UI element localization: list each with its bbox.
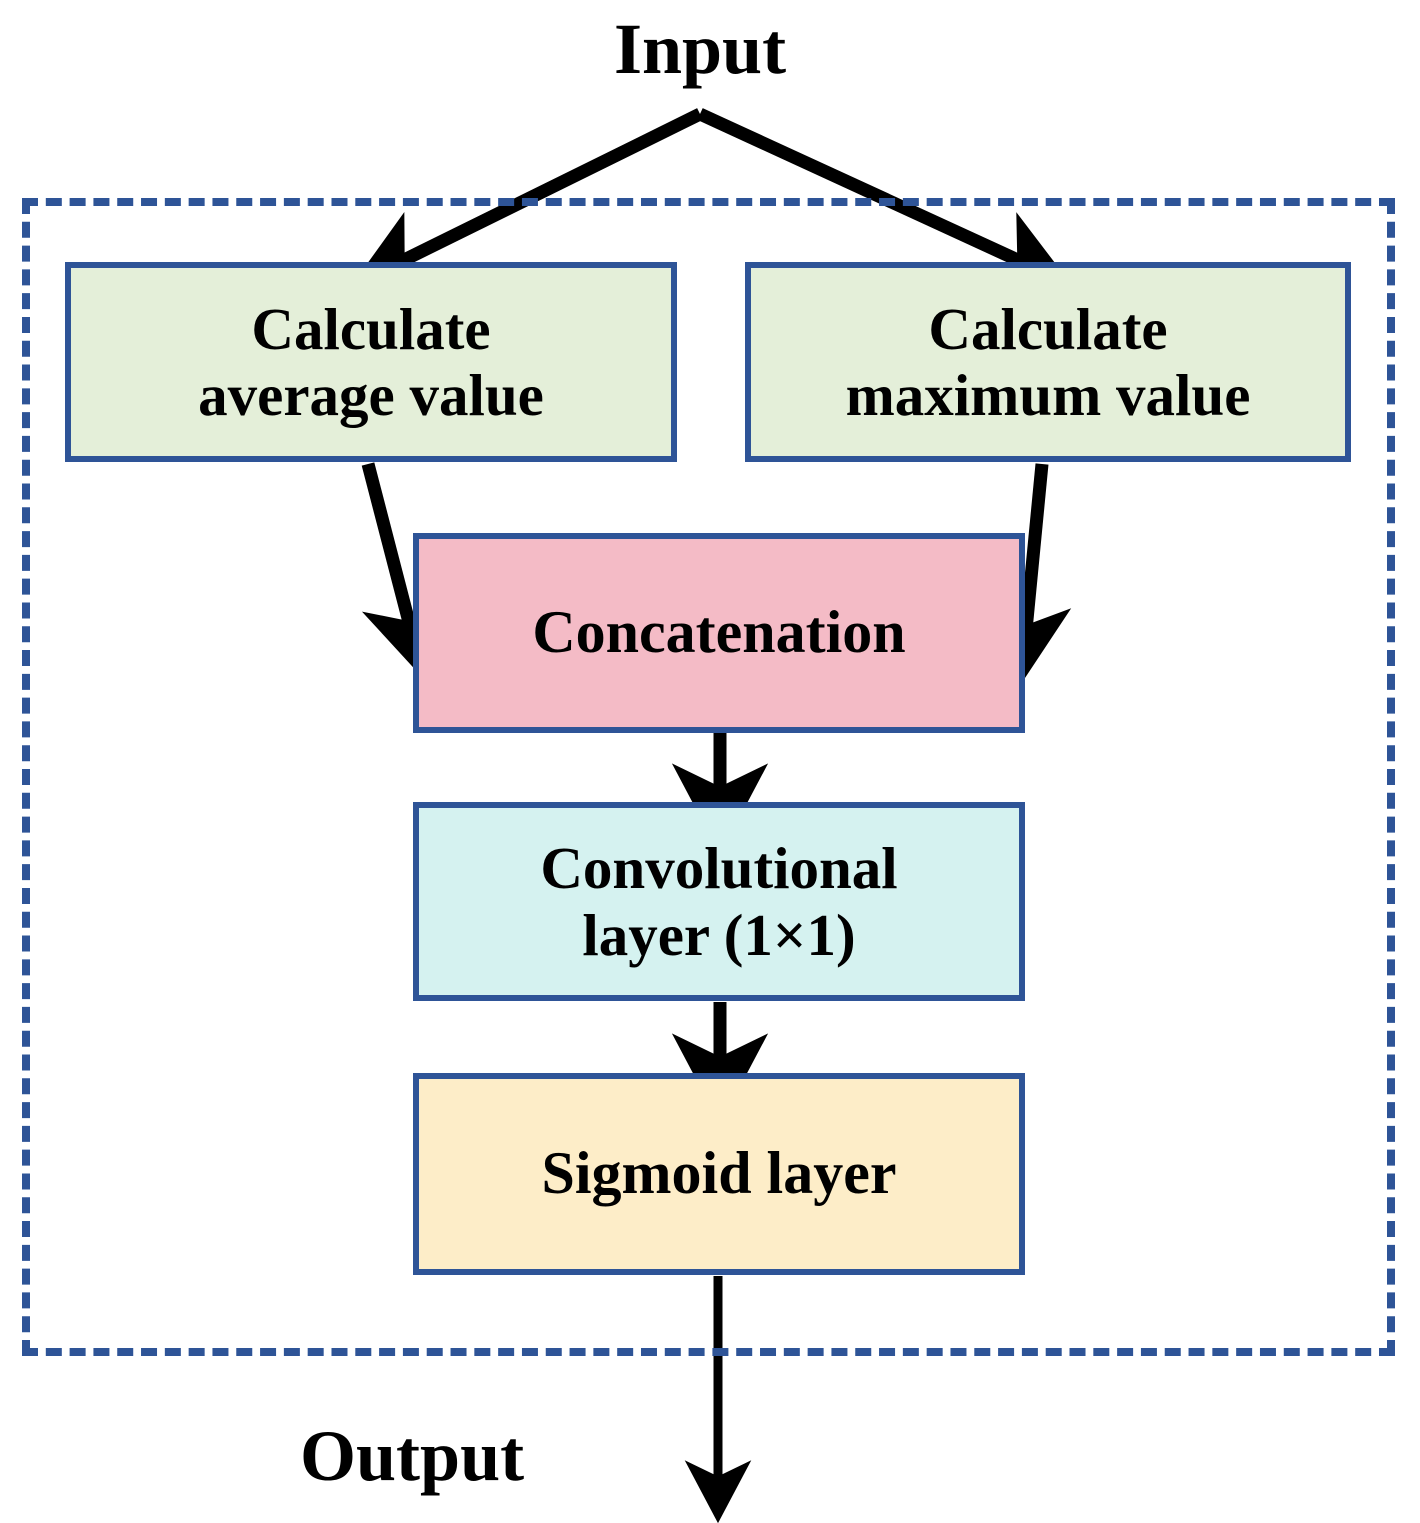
node-concatenation[interactable]: Concatenation bbox=[413, 533, 1025, 733]
module-boundary-dashed-box bbox=[22, 198, 1395, 1356]
node-avg-text: Calculate average value bbox=[198, 296, 544, 428]
arrow-average-to-concatenation bbox=[361, 462, 446, 679]
node-conv-line2: layer (1×1) bbox=[582, 901, 856, 968]
node-calculate-maximum-value[interactable]: Calculate maximum value bbox=[745, 262, 1351, 462]
node-conv-line1: Convolutional bbox=[540, 835, 898, 902]
node-avg-line2: average value bbox=[198, 362, 544, 428]
node-concat-text: Concatenation bbox=[532, 599, 906, 666]
node-convolutional-layer[interactable]: Convolutional layer (1×1) bbox=[413, 802, 1025, 1001]
node-conv-text: Convolutional layer (1×1) bbox=[540, 835, 897, 967]
node-max-text: Calculate maximum value bbox=[846, 296, 1251, 428]
input-label: Input bbox=[613, 9, 787, 89]
arrow-input-to-maximum bbox=[697, 108, 1072, 291]
node-calculate-average-value[interactable]: Calculate average value bbox=[65, 262, 677, 462]
arrow-maximum-to-concatenation bbox=[985, 463, 1072, 685]
node-max-line1: Calculate bbox=[928, 295, 1168, 362]
node-sigmoid-layer[interactable]: Sigmoid layer bbox=[413, 1073, 1025, 1275]
node-max-line2: maximum value bbox=[845, 362, 1251, 428]
node-avg-line1: Calculate bbox=[251, 295, 491, 362]
node-sigmoid-text: Sigmoid layer bbox=[541, 1140, 897, 1207]
arrow-input-to-average bbox=[351, 108, 703, 289]
output-label: Output bbox=[300, 1416, 525, 1496]
